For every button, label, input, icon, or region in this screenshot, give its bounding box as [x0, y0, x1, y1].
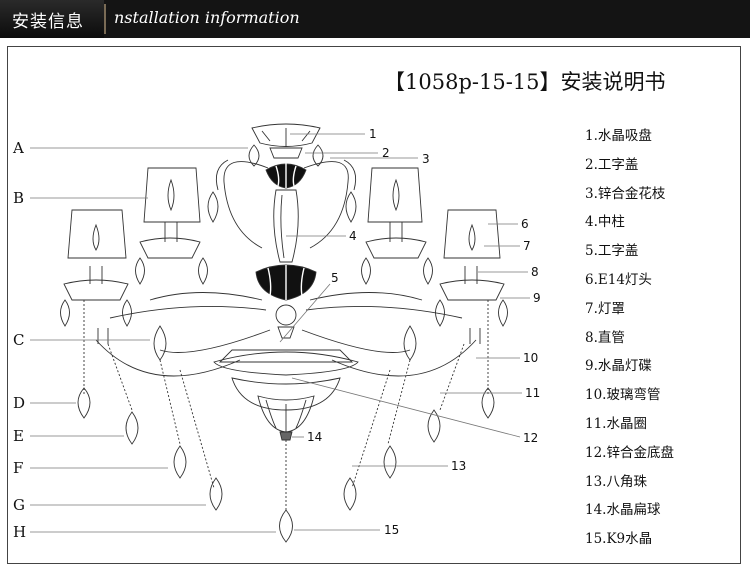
callout-3: 3 [422, 152, 430, 166]
legend-item: 15.K9水晶 [585, 531, 653, 548]
side-label-h: H [13, 523, 26, 541]
side-label-d: D [13, 394, 25, 412]
legend-item: 14.水晶扁球 [585, 502, 661, 519]
callout-14: 14 [307, 430, 322, 444]
callout-2: 2 [382, 146, 390, 160]
callout-10: 10 [523, 351, 538, 365]
side-label-c: C [13, 331, 24, 349]
legend-item: 8.直管 [585, 329, 625, 346]
parts-legend: 1.水晶吸盘 2.工字盖 3.锌合金花枝 4.中柱 5.工字盖 6.E14灯头 … [585, 124, 674, 556]
callout-12: 12 [523, 431, 538, 445]
legend-item: 12.锌合金底盘 [585, 444, 674, 461]
legend-item: 2.工字盖 [585, 156, 639, 173]
legend-item: 10.玻璃弯管 [585, 387, 661, 404]
legend-item: 5.工字盖 [585, 243, 639, 260]
callout-numbers: 1 2 3 4 5 6 7 8 9 10 11 12 13 14 15 [307, 127, 541, 537]
legend-item: 13.八角珠 [585, 473, 647, 490]
legend-item: 9.水晶灯碟 [585, 358, 652, 375]
callout-6: 6 [521, 217, 529, 231]
legend-item: 3.锌合金花枝 [585, 185, 666, 202]
diagram-frame [7, 46, 741, 564]
legend-item: 7.灯罩 [585, 300, 625, 317]
side-label-f: F [13, 459, 23, 477]
side-label-g: G [13, 496, 25, 514]
side-label-b: B [13, 189, 24, 207]
legend-item: 11.水晶圈 [585, 415, 647, 432]
callout-7: 7 [523, 239, 531, 253]
callout-11: 11 [525, 386, 540, 400]
legend-item: 4.中柱 [585, 214, 625, 231]
leader-lines [30, 133, 530, 533]
side-label-a: A [12, 139, 24, 157]
callout-13: 13 [451, 459, 466, 473]
side-labels: A B C D E F G H [12, 139, 26, 541]
header-title-cn: 安装信息 [12, 12, 84, 32]
header-title-en: nstallation information [114, 8, 300, 27]
header-divider [104, 4, 106, 34]
legend-item: 1.水晶吸盘 [585, 128, 652, 144]
header-tab [0, 0, 104, 38]
callout-9: 9 [533, 291, 541, 305]
callout-5: 5 [331, 271, 339, 285]
page-title: 【1058p-15-15】安装说明书 [384, 70, 666, 94]
callout-8: 8 [531, 265, 539, 279]
header-bar: 安装信息 nstallation information [0, 0, 750, 38]
callout-4: 4 [349, 229, 357, 243]
chandelier-drawing [60, 123, 508, 543]
callout-15: 15 [384, 523, 399, 537]
callout-1: 1 [369, 127, 377, 141]
side-label-e: E [13, 427, 24, 445]
legend-item: 6.E14灯头 [585, 271, 652, 288]
